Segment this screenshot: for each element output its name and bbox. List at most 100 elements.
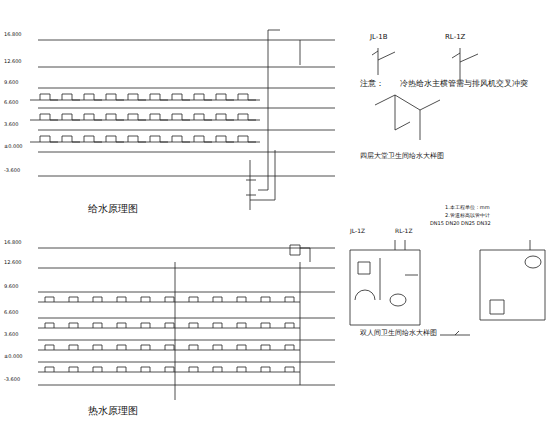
pipe-line [38,108,335,109]
level-mark: 6.600 [4,100,18,106]
pipe-line [141,367,150,372]
pipe-line [69,297,78,302]
pipe-line [106,136,124,142]
pipe-line [106,114,124,120]
level-mark: 9.600 [4,284,18,290]
drawing-caption: 热水原理图 [88,405,138,416]
pipe-line [172,136,190,142]
pipe-line [45,367,54,372]
hot-riser [175,245,310,400]
pipe-line [128,136,146,142]
note-text: RL-1Z [445,34,465,42]
pipe-line [45,345,54,350]
pipe-line [189,323,198,328]
note-text: JL-1B [370,34,388,42]
pipe-line [62,136,80,142]
pipe-line [150,114,168,120]
pipe-line [117,323,126,328]
pipe-line [216,114,234,120]
level-mark: 3.600 [4,122,18,128]
pipe-line [165,367,174,372]
pipe-line [38,88,335,89]
pipe-line [38,268,335,269]
pipe-line [30,100,260,101]
level-mark: 3.600 [4,332,18,338]
supply-riser [250,30,300,200]
pipe-line [38,67,335,68]
pipe-line [238,114,256,120]
pipe-line [40,136,58,142]
pipe-line [150,94,168,100]
pipe-line [285,367,294,372]
pipe-line [93,345,102,350]
pipe-line [84,136,102,142]
level-mark: ±0.000 [4,354,23,360]
pipe-line [261,345,270,350]
pipe-line [62,94,80,100]
pipe-line [261,367,270,372]
pipe-line [216,136,234,142]
pipe-line [38,248,335,249]
bathroom-plan [350,240,420,325]
level-mark: -3.600 [4,377,20,383]
drawing-caption: 双人间卫生间给水大样图 [360,330,437,338]
pipe-line [238,136,256,142]
pipe-line [165,297,174,302]
leader-line [440,331,470,335]
bathroom-plan [480,240,545,320]
pipe-line [38,362,335,363]
pipe-line [62,114,80,120]
pipe-line [141,323,150,328]
pipe-line [45,323,54,328]
pipe-line [285,323,294,328]
pipe-line [84,94,102,100]
pipe-line [38,176,335,177]
pipe-line [117,297,126,302]
note-text: 冷热给水主横管需与排风机交叉冲突 [400,80,528,89]
drawing-caption: 四层大堂卫生间给水大样图 [360,153,444,161]
hot-schematic [38,248,335,385]
note-text: 注意： [360,80,384,89]
pipe-line [216,94,234,100]
pipe-line [128,94,146,100]
pipe-line [117,367,126,372]
pipe-line [40,114,58,120]
pipe-line [165,323,174,328]
pipe-line [30,142,260,143]
pipe-line [194,114,212,120]
pipe-line [69,367,78,372]
pipe-line [238,94,256,100]
pipe-line [38,40,335,41]
pipe-line [261,323,270,328]
pipe-line [84,114,102,120]
pipe-line [45,297,54,302]
pipe-line [189,345,198,350]
note-text: DN15 DN20 DN25 DN32 [430,221,491,227]
pipe-line [189,297,198,302]
pipe-line [194,94,212,100]
level-mark: -3.600 [4,168,20,174]
pipe-line [117,345,126,350]
level-mark: 9.600 [4,80,18,86]
fixture-lines [355,258,380,300]
pipe-line [38,340,335,341]
pipe-line [38,385,335,386]
pipe-line [69,345,78,350]
drawing-caption: 给水原理图 [88,203,138,214]
pipe-line [213,367,222,372]
pipe-line [213,297,222,302]
level-mark: 12.600 [4,59,22,65]
note-text: 1.本工程单位：mm [445,205,490,211]
pipe-line [237,345,246,350]
pipe-line [93,297,102,302]
level-mark: 12.600 [4,260,22,266]
meter-assembly [246,160,256,210]
pipe-line [38,130,335,131]
pipe-line [38,292,335,293]
note-text: JL-1Z [350,228,365,235]
pipe-line [165,345,174,350]
level-mark: 16.800 [4,240,22,246]
pipe-line [213,323,222,328]
pipe-line [38,152,335,153]
